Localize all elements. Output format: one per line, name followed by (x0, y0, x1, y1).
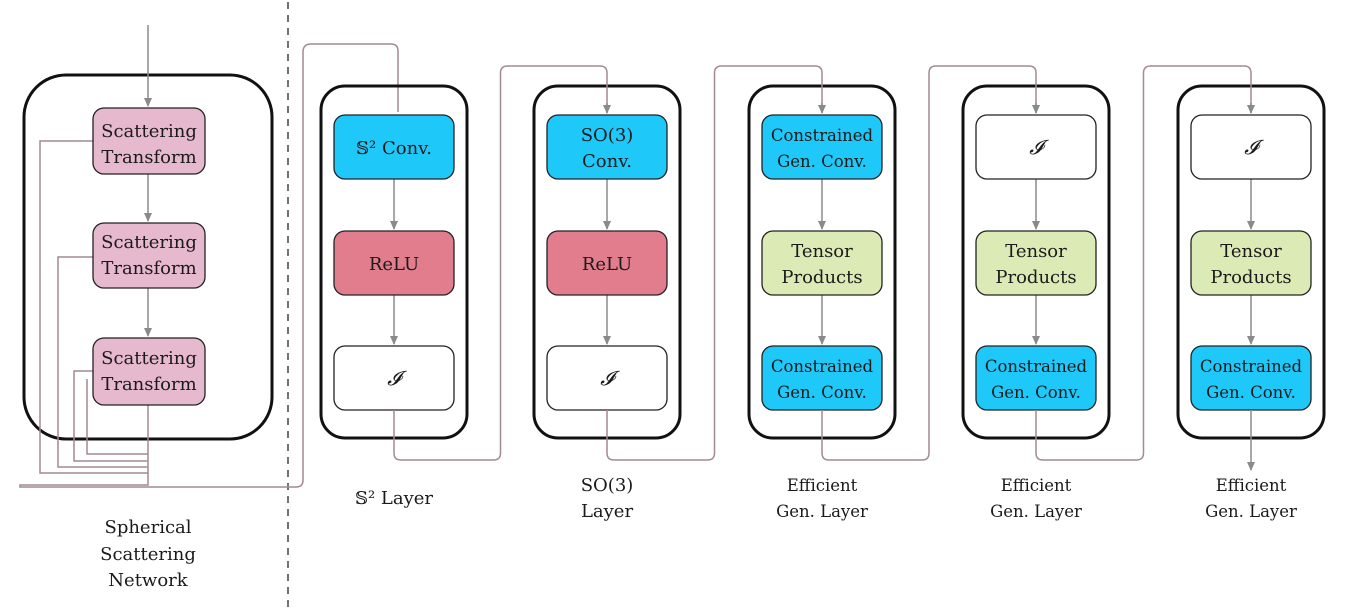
block-label-line1: Constrained (985, 357, 1088, 376)
block-conv: SO(3) Conv. (546, 114, 668, 180)
block-label-line2: Products (1210, 267, 1291, 288)
skip-wire-3 (73, 370, 148, 462)
skip-wire-4 (86, 379, 148, 455)
block-label-line2: Gen. Conv. (1206, 383, 1296, 402)
block-label-line1: Constrained (771, 126, 874, 145)
layer-caption-line1: Efficient (1216, 476, 1287, 495)
layer-caption-line2: Layer (581, 501, 634, 522)
scattering-transform-line1: Scattering (101, 348, 197, 369)
layer-caption-line1: SO(3) (581, 475, 634, 496)
scattering-caption-line1: Spherical (104, 517, 191, 538)
identity-box (975, 114, 1097, 180)
skip-wire-2 (57, 256, 148, 468)
skip-wire-1 (39, 140, 148, 474)
scattering-transform-box (92, 107, 206, 175)
layer-caption-line2: Gen. Layer (990, 502, 1082, 521)
scattering-caption-line3: Network (108, 570, 188, 591)
scattering-transform-block-2: Scattering Transform (92, 222, 206, 289)
block-label: ReLU (369, 254, 419, 275)
conv-box (333, 114, 455, 180)
block-label-line1: Tensor (1005, 241, 1067, 262)
conv-box (546, 114, 668, 180)
layer-caption-line1: Efficient (1001, 476, 1072, 495)
block-identity: 𝓘 (975, 114, 1097, 180)
relu-box (333, 230, 455, 296)
scattering-transform-line2: Transform (101, 374, 196, 395)
block-identity: 𝓘 (546, 345, 668, 411)
layer-caption-line2: Gen. Layer (776, 502, 868, 521)
layer-connector-wire (1035, 65, 1252, 461)
block-label-line1: Constrained (1200, 357, 1303, 376)
block-label-line1: Constrained (771, 357, 874, 376)
layer-caption-line1: 𝕊² Layer (355, 488, 433, 509)
layers-group: 𝕊² Conv. ReLU 𝓘 𝕊² Layer SO(3) Conv. ReLU 𝓘 SO(3… (319, 65, 1326, 522)
block-label-line1: SO(3) (581, 125, 634, 146)
block-label-line2: Conv. (582, 151, 632, 172)
block-label-line2: Products (995, 267, 1076, 288)
conv-box (761, 114, 883, 180)
block-label-line1: Tensor (1220, 241, 1282, 262)
tensor-box (975, 230, 1097, 296)
relu-box (546, 230, 668, 296)
scattering-transform-line1: Scattering (101, 121, 197, 142)
block-relu: ReLU (546, 230, 668, 296)
scattering-transform-block-1: Scattering Transform (92, 107, 206, 175)
scattering-transform-block-3: Scattering Transform (92, 337, 206, 406)
layer-caption-line2: Gen. Layer (1205, 502, 1297, 521)
block-label: ReLU (582, 254, 632, 275)
tensor-box (1190, 230, 1312, 296)
scattering-transform-line1: Scattering (101, 232, 197, 253)
block-relu: ReLU (333, 230, 455, 296)
block-label-line2: Gen. Conv. (777, 152, 867, 171)
scattering-output-wire (19, 43, 399, 488)
scattering-transform-box (92, 337, 206, 406)
block-identity: 𝓘 (1190, 114, 1312, 180)
layer-connector-wire (821, 65, 1037, 461)
identity-box (1190, 114, 1312, 180)
block-label-line1: Tensor (791, 241, 853, 262)
block-label-line2: Gen. Conv. (777, 383, 867, 402)
block-identity: 𝓘 (333, 345, 455, 411)
block-label-line2: Gen. Conv. (991, 383, 1081, 402)
block-label: 𝕊² Conv. (356, 138, 432, 159)
scattering-network: Scattering Transform Scattering Transfor… (19, 25, 399, 591)
layer-connector-wire (606, 65, 823, 461)
block-label-line2: Products (781, 267, 862, 288)
block-conv: 𝕊² Conv. (333, 114, 455, 180)
tensor-box (761, 230, 883, 296)
layer-1: 𝕊² Conv. ReLU 𝓘 𝕊² Layer (319, 84, 469, 509)
scattering-caption-line2: Scattering (100, 544, 196, 565)
scattering-transform-box (92, 222, 206, 289)
scattering-transform-line2: Transform (101, 147, 196, 168)
layer-caption-line1: Efficient (787, 476, 858, 495)
scattering-transform-line2: Transform (101, 258, 196, 279)
layer-connector-wire (393, 65, 608, 461)
